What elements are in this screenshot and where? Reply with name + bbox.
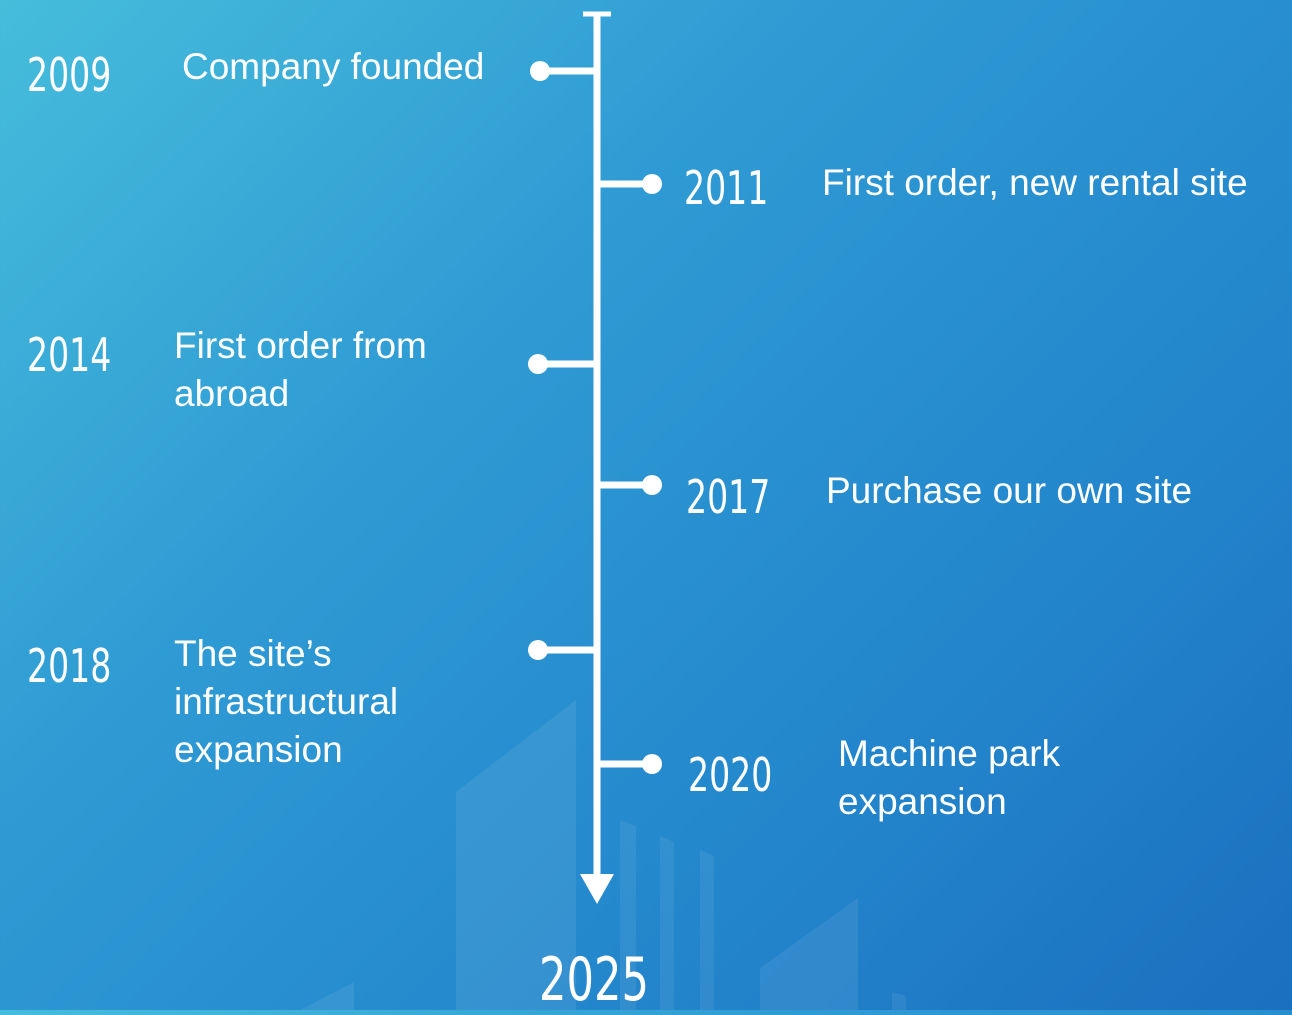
- event-year-2011: 2011: [684, 161, 769, 215]
- event-year-2020: 2020: [688, 748, 773, 802]
- event-text-2017: Purchase our own site: [826, 470, 1193, 511]
- event-text-2011: First order, new rental site: [822, 162, 1248, 203]
- node-2014: [528, 354, 548, 374]
- node-2020: [642, 754, 662, 774]
- event-text-2014: First order from abroad: [174, 325, 427, 414]
- event-year-2017: 2017: [686, 470, 771, 524]
- event-year-2009: 2009: [27, 48, 112, 102]
- event-text-2020: Machine park expansion: [838, 733, 1061, 822]
- node-2017: [642, 475, 662, 495]
- event-year-2018: 2018: [27, 639, 112, 693]
- node-2011: [642, 174, 662, 194]
- event-text-2018: The site’s infrastructural expansion: [174, 633, 399, 770]
- event-year-2014: 2014: [27, 328, 112, 382]
- node-2009: [530, 61, 550, 81]
- event-text-2009: Company founded: [182, 46, 485, 87]
- node-2018: [528, 640, 548, 660]
- timeline-arrow-head: [580, 874, 614, 904]
- timeline-end-year: 2025: [539, 945, 649, 1015]
